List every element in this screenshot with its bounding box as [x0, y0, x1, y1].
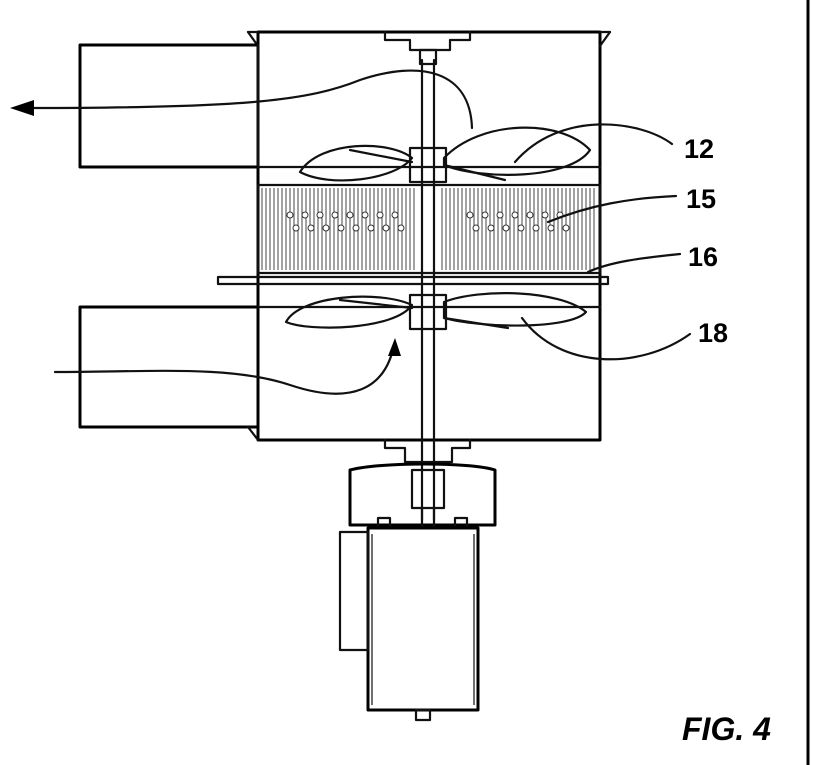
perforation-hole — [352, 224, 360, 232]
perforation-hole — [322, 224, 330, 232]
perforation-hole — [466, 211, 474, 219]
perforation-hole — [316, 211, 324, 219]
perforation-hole — [511, 211, 519, 219]
label-15: 15 — [686, 184, 716, 214]
perforation-hole — [487, 224, 495, 232]
perforation-hole — [346, 211, 354, 219]
perforation-hole — [517, 224, 525, 232]
perforation-hole — [502, 224, 510, 232]
perforation-hole — [472, 224, 480, 232]
heat-exchanger — [256, 183, 602, 275]
label-16: 16 — [688, 242, 718, 272]
perforation-hole — [286, 211, 294, 219]
outlet-duct — [78, 43, 260, 169]
perforation-hole — [367, 224, 375, 232]
label-12: 12 — [684, 134, 714, 164]
upper-fan — [256, 126, 602, 184]
perforation-hole — [526, 211, 534, 219]
perforation-hole — [376, 211, 384, 219]
heat-exchanger-holes — [286, 211, 570, 232]
label-18: 18 — [698, 318, 728, 348]
perforation-hole — [382, 224, 390, 232]
perforation-hole — [562, 224, 570, 232]
perforation-hole — [481, 211, 489, 219]
motor — [338, 526, 480, 722]
inlet-airflow-arrow — [53, 338, 401, 395]
perforation-hole — [397, 224, 405, 232]
perforation-hole — [307, 224, 315, 232]
drive-shaft — [420, 58, 436, 522]
perforation-hole — [391, 211, 399, 219]
lower-fan — [256, 292, 602, 331]
perforation-hole — [292, 224, 300, 232]
separator-plate — [216, 275, 610, 286]
perforation-hole — [337, 224, 345, 232]
perforation-hole — [331, 211, 339, 219]
perforation-hole — [496, 211, 504, 219]
outlet-airflow-arrow — [10, 69, 474, 130]
perforation-hole — [301, 211, 309, 219]
inlet-duct — [78, 305, 260, 442]
perforation-hole — [361, 211, 369, 219]
figure-caption: FIG. 4 — [682, 711, 771, 747]
perforation-hole — [541, 211, 549, 219]
leader-lines — [513, 123, 692, 361]
top-bearing — [383, 30, 472, 66]
bottom-bearing — [383, 438, 472, 464]
perforation-hole — [547, 224, 555, 232]
coupling-housing — [348, 462, 497, 530]
perforation-hole — [532, 224, 540, 232]
